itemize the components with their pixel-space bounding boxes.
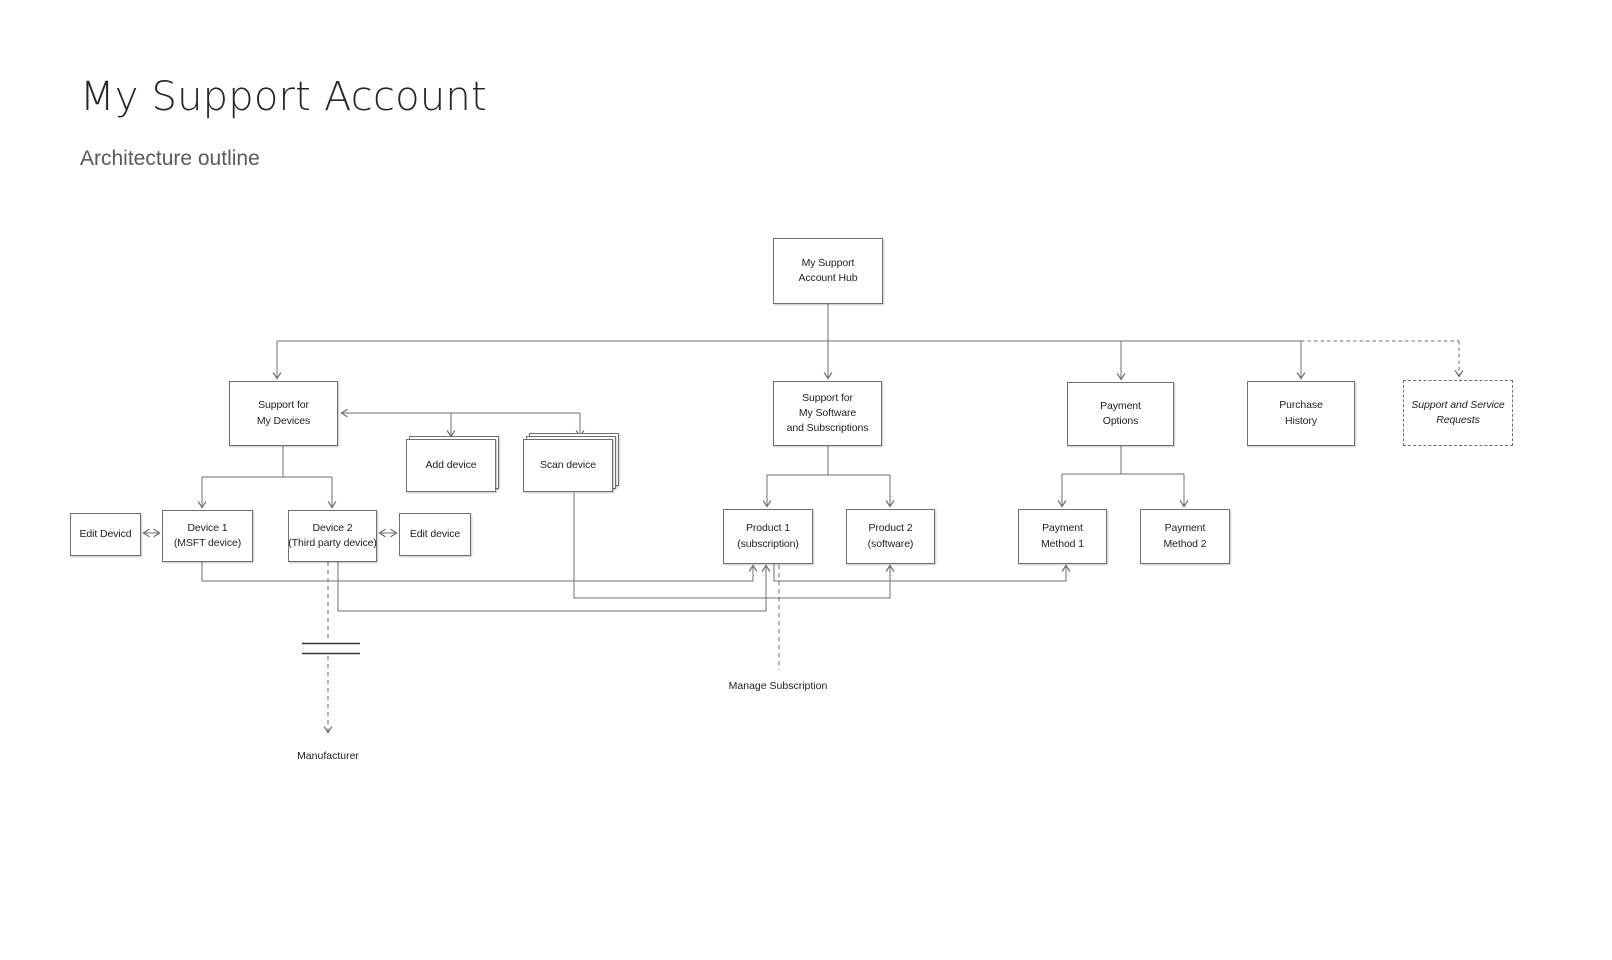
connector-scandevice-to-product2: [573, 493, 895, 599]
page-title: My Support Account: [80, 74, 487, 120]
node-scan-device: Scan device: [523, 439, 613, 492]
node-product-2: Product 2 (software): [846, 509, 935, 564]
node-product-1: Product 1 (subscription): [723, 509, 813, 564]
connector-devices-split: [197, 446, 337, 509]
node-my-support-account-hub: My Support Account Hub: [773, 238, 883, 304]
node-support-for-my-devices: Support for My Devices: [229, 381, 338, 446]
label-manufacturer: Manufacturer: [297, 750, 359, 762]
node-support-for-my-software: Support for My Software and Subscription…: [773, 381, 882, 446]
label-manage-subscription: Manage Subscription: [728, 680, 828, 692]
node-device-2: Device 2 (Third party device): [288, 510, 377, 562]
node-payment-method-1: Payment Method 1: [1018, 509, 1107, 564]
connector-products-split: [762, 446, 895, 508]
node-payment-method-2: Payment Method 2: [1140, 509, 1230, 564]
node-purchase-history: Purchase History: [1247, 381, 1355, 446]
node-add-device: Add device: [406, 439, 496, 492]
node-device-1: Device 1 (MSFT device): [162, 510, 253, 562]
connector-devicetools-bus: [340, 408, 585, 438]
node-payment-options: Payment Options: [1067, 382, 1174, 446]
connector-payment-split: [1057, 446, 1189, 508]
connector-device1-to-product1: [201, 562, 758, 582]
node-edit-device: Edit device: [399, 513, 471, 556]
page-subtitle: Architecture outline: [80, 147, 260, 170]
node-edit-devicd: Edit Devicd: [70, 513, 141, 556]
connector-product1-to-paymentmethod1: [773, 564, 1071, 582]
node-support-and-service-requests: Support and Service Requests: [1403, 380, 1513, 446]
boundary-barrier-lines: [302, 642, 360, 655]
connector-device2-to-product1: [337, 562, 771, 612]
